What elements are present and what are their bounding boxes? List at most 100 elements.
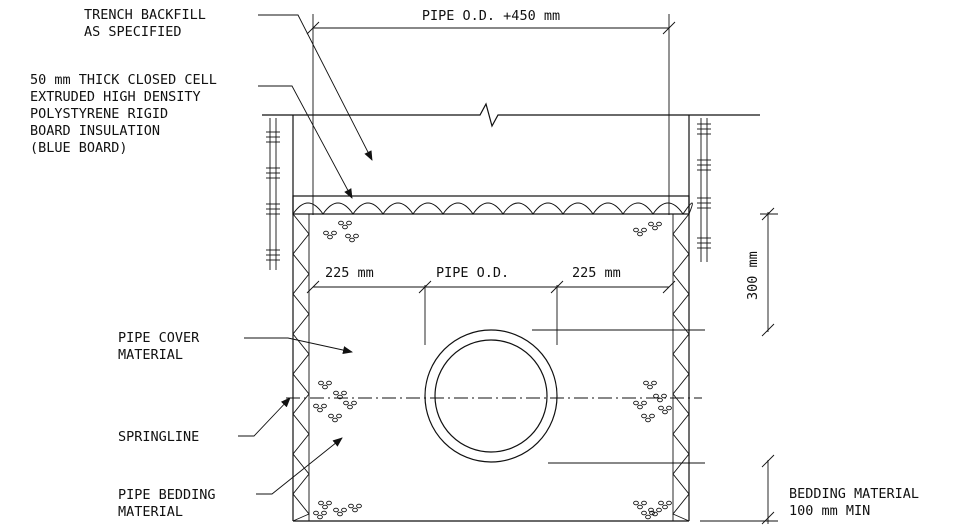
aggregate-stone [349,237,355,243]
aggregate-stone [641,400,647,406]
aggregate-stone [328,413,334,419]
aggregate-stone [633,400,639,406]
aggregate-stones [313,220,672,520]
aggregate-stone [658,500,664,506]
aggregate-stone [633,227,639,233]
aggregate-stone [326,380,332,386]
dimension-top-width [306,14,676,215]
aggregate-stone [645,417,651,423]
aggregate-stone [352,507,358,513]
pipe-bedding-label-1: PIPE BEDDING [118,487,216,503]
aggregate-stone [342,224,348,230]
aggregate-stone [651,380,657,386]
aggregate-stone [317,514,323,520]
trench-backfill-label-1: TRENCH BACKFILL [84,7,206,23]
aggregate-stone [313,510,319,516]
aggregate-stone [666,405,672,411]
aggregate-stone [338,220,344,226]
aggregate-stone [637,231,643,237]
aggregate-stone [645,514,651,520]
aggregate-stone [351,400,357,406]
dimension-top-width-label: PIPE O.D. +450 mm [422,8,560,24]
aggregate-stone [356,503,362,509]
aggregate-stone [662,409,668,415]
aggregate-stone [353,233,359,239]
aggregate-stone [648,221,654,227]
aggregate-stone [661,393,667,399]
aggregate-stone [641,413,647,419]
aggregate-stone [345,233,351,239]
aggregate-stone [649,510,655,516]
dimension-bedding [700,454,778,525]
soil-hatch-right [697,118,711,262]
aggregate-stone [322,384,328,390]
aggregate-stone [658,405,664,411]
aggregate-stone [656,507,662,513]
aggregate-stone [647,384,653,390]
aggregate-stone [633,500,639,506]
aggregate-stone [641,510,647,516]
cover-height-label: 300 mm [745,251,761,300]
aggregate-stone [332,417,338,423]
bedding-material-label-1: BEDDING MATERIAL [789,486,919,502]
aggregate-stone [322,504,328,510]
aggregate-stone [317,407,323,413]
right-clearance-label: 225 mm [572,265,621,281]
aggregate-stone [649,413,655,419]
pipe-od-label: PIPE O.D. [436,265,509,281]
aggregate-stone [326,500,332,506]
springline-label: SPRINGLINE [118,429,199,445]
insulation-label-4: BOARD INSULATION [30,123,160,139]
aggregate-stone [337,511,343,517]
aggregate-stone [641,227,647,233]
aggregate-stone [318,380,324,386]
leaders [238,14,373,495]
insulation-board-top [292,195,693,215]
aggregate-stone [657,397,663,403]
aggregate-stone [318,500,324,506]
aggregate-stone [662,504,668,510]
aggregate-stone [341,390,347,396]
soil-hatch-left [266,118,280,270]
aggregate-stone [347,404,353,410]
trench-backfill-label-2: AS SPECIFIED [84,24,182,40]
aggregate-stone [331,230,337,236]
aggregate-stone [652,511,658,517]
aggregate-stone [336,413,342,419]
dimension-clearance [306,280,676,294]
aggregate-stone [346,220,352,226]
dimension-cover-height [760,207,778,337]
insulation-board-right [672,213,690,522]
pipe [424,329,558,463]
aggregate-stone [327,234,333,240]
aggregate-stone [653,393,659,399]
aggregate-stone [643,380,649,386]
aggregate-stone [637,404,643,410]
aggregate-stone [666,500,672,506]
aggregate-stone [313,403,319,409]
aggregate-stone [648,507,654,513]
insulation-label-2: EXTRUDED HIGH DENSITY [30,89,201,105]
aggregate-stone [321,403,327,409]
aggregate-stone [333,507,339,513]
aggregate-stone [321,510,327,516]
aggregate-stone [637,504,643,510]
aggregate-stone [337,394,343,400]
aggregate-stone [343,400,349,406]
insulation-label-3: POLYSTYRENE RIGID [30,106,168,122]
aggregate-stone [348,503,354,509]
insulation-label-1: 50 mm THICK CLOSED CELL [30,72,217,88]
insulation-label-5: (BLUE BOARD) [30,140,128,156]
aggregate-stone [323,230,329,236]
aggregate-stone [341,507,347,513]
bedding-material-label-2: 100 mm MIN [789,503,870,519]
aggregate-stone [652,225,658,231]
pipe-cover-label-1: PIPE COVER [118,330,200,346]
aggregate-stone [641,500,647,506]
pipe-cover-label-2: MATERIAL [118,347,183,363]
insulation-board-left [292,213,310,522]
aggregate-stone [333,390,339,396]
pipe-bedding-label-2: MATERIAL [118,504,183,520]
aggregate-stone [656,221,662,227]
